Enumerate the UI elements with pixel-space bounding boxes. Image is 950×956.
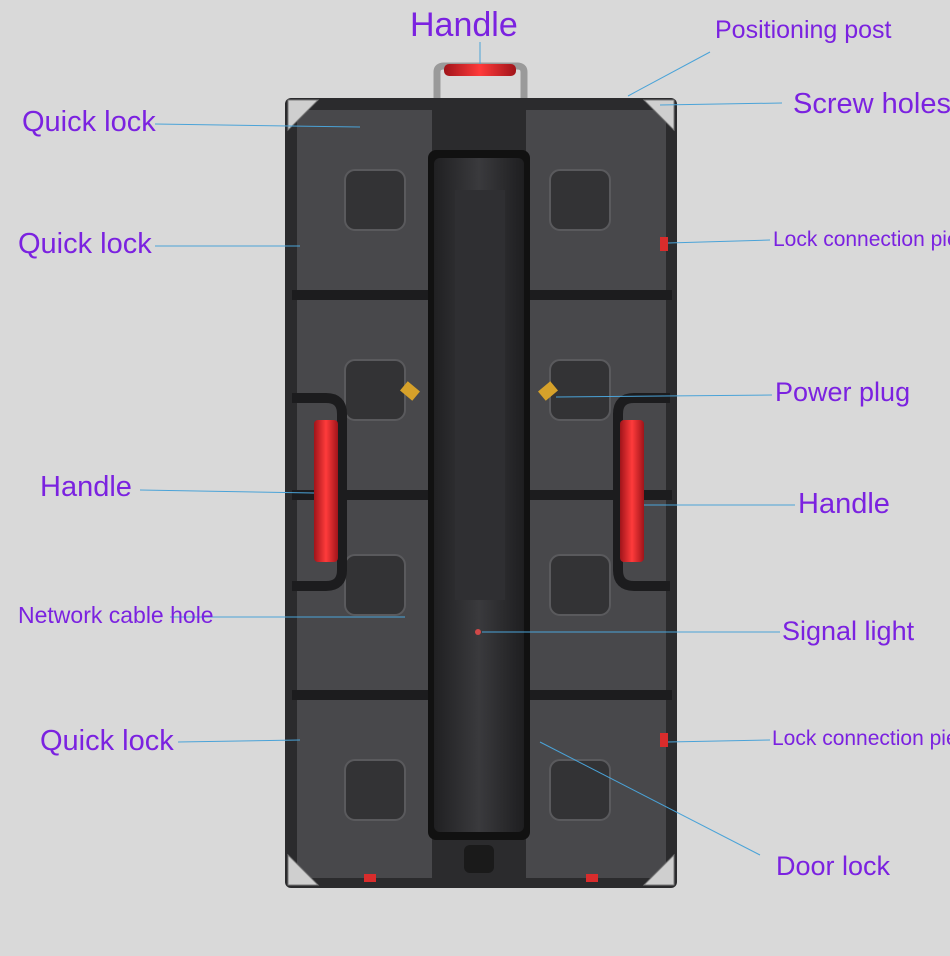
top-handle [433,62,528,102]
label-lock-connection-1: Lock connection piece [773,228,950,251]
central-spine [428,150,530,873]
label-handle-top: Handle [410,6,518,44]
label-quick-lock-2: Quick lock [18,228,152,260]
label-handle-left: Handle [40,471,132,503]
label-signal-light: Signal light [782,616,915,646]
label-door-lock: Door lock [776,851,891,881]
label-positioning-post: Positioning post [715,16,892,44]
leader-lines [139,42,795,856]
module-details [344,169,611,821]
right-side-handle [613,393,670,591]
label-lock-connection-2: Lock connection piece [772,727,950,750]
power-plugs [400,381,558,401]
lock-connectors [364,237,668,882]
label-network-cable-hole: Network cable hole [18,602,214,628]
corner-plates [287,99,675,886]
label-quick-lock-3: Quick lock [40,725,174,757]
label-power-plug: Power plug [775,377,911,407]
left-side-handle [292,393,347,591]
label-handle-right: Handle [798,488,890,520]
label-quick-lock-1: Quick lock [22,106,156,138]
label-screw-holes: Screw holes [793,88,950,120]
